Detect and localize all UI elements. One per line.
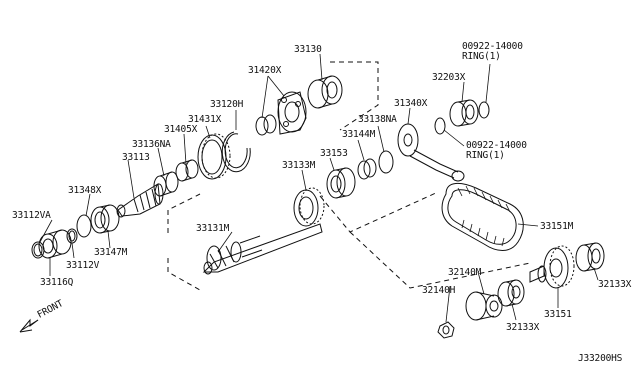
label-ring-qty-upper: RING(1) — [462, 51, 501, 62]
label-33131m: 33131M — [196, 223, 230, 234]
main-shaft-33131m — [202, 223, 323, 275]
nut-32140h — [437, 321, 455, 339]
sleeve-31405x — [175, 159, 199, 182]
snap-ring-33120h — [221, 131, 251, 173]
sprocket-33151 — [529, 245, 575, 289]
label-33113: 33113 — [122, 152, 150, 163]
label-32203x: 32203X — [432, 72, 466, 83]
label-33153: 33153 — [320, 148, 348, 159]
planet-carrier-31420x — [255, 91, 307, 136]
label-32140h: 32140H — [422, 285, 456, 296]
label-33133m: 33133M — [282, 160, 316, 171]
label-32140m: 32140M — [448, 267, 482, 278]
label-33116q: 33116Q — [40, 277, 74, 288]
bearing-32133x-right — [575, 242, 605, 272]
label-31348x: 31348X — [68, 185, 102, 196]
label-33147m: 33147M — [94, 247, 128, 258]
label-32133x-lower: 32133X — [506, 322, 540, 333]
shaft-33113 — [116, 183, 164, 218]
label-33138na: 33138NA — [358, 114, 397, 125]
label-33130: 33130 — [294, 44, 322, 55]
bearing-32203x — [449, 99, 479, 127]
ring-33138na — [378, 150, 394, 174]
label-31340x: 31340X — [394, 98, 428, 109]
flange-32140m — [465, 291, 503, 321]
assembly-dashed-lines — [167, 61, 531, 291]
label-32133x-right: 32133X — [598, 279, 632, 290]
label-33112v: 33112V — [66, 260, 100, 271]
ring-gear-31431x — [197, 133, 231, 180]
label-ring-part-upper: 00922-14000 — [462, 41, 523, 52]
label-33112va: 33112VA — [12, 210, 51, 221]
label-31431x: 31431X — [188, 114, 222, 125]
bearing-33116q — [38, 229, 72, 259]
bearing-33147m — [90, 204, 120, 234]
label-31420x: 31420X — [248, 65, 282, 76]
label-33136na: 33136NA — [132, 139, 171, 150]
ring-31348x — [76, 214, 92, 238]
leader-lines — [39, 53, 599, 323]
label-ring-qty-lower: RING(1) — [466, 150, 505, 161]
label-ring-part-lower: 00922-14000 — [466, 140, 527, 151]
bearing-32133x-lower — [497, 279, 525, 307]
oil-pump-31340x — [397, 123, 465, 182]
label-33151m: 33151M — [540, 221, 574, 232]
diagram-code: J33200HS — [578, 353, 623, 364]
front-arrow-icon — [19, 318, 39, 333]
needle-bearing-33136na — [153, 171, 179, 197]
drive-chain-33151m — [441, 183, 524, 251]
sprocket-33153 — [326, 167, 356, 199]
flange-33130 — [307, 75, 343, 109]
bearing-33144m — [357, 158, 377, 180]
label-33144m: 33144M — [342, 129, 376, 140]
label-31405x: 31405X — [164, 124, 198, 135]
ring-00922-lower — [434, 117, 446, 135]
gear-33133m — [293, 187, 325, 227]
ring-00922-upper — [478, 101, 490, 119]
label-33151: 33151 — [544, 309, 572, 320]
label-33120h: 33120H — [210, 99, 244, 110]
snap-ring-33112v — [66, 228, 78, 244]
